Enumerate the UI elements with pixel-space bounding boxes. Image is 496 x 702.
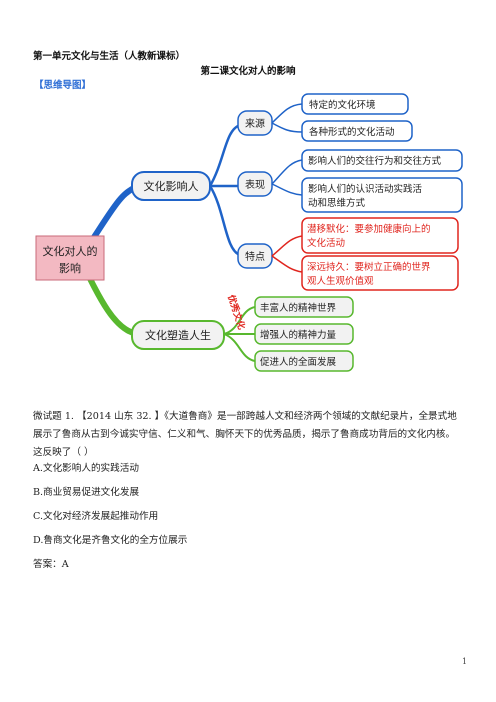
leaf-manifest-2	[301, 177, 463, 213]
svg-text:特定的文化环境: 特定的文化环境	[309, 99, 376, 111]
svg-text:影响人们的交往行为和交往方式: 影响人们的交往行为和交往方式	[308, 155, 442, 167]
svg-text:促进人的全面发展: 促进人的全面发展	[260, 356, 337, 368]
center-node-line1: 文化对人的	[43, 244, 98, 258]
svg-text:表现: 表现	[245, 178, 265, 191]
unit-title: 第一单元文化与生活（人教新课标）	[33, 51, 186, 62]
page-number: 1	[462, 657, 468, 666]
svg-text:文化塑造人生: 文化塑造人生	[145, 328, 211, 342]
mindmap-label: 【思维导图】	[34, 80, 92, 91]
leaf-feature-1	[301, 217, 459, 254]
svg-text:深远持久：要树立正确的世界: 深远持久：要树立正确的世界	[307, 261, 431, 273]
svg-text:丰富人的精神世界: 丰富人的精神世界	[260, 302, 337, 314]
svg-text:潜移默化：要参加健康向上的: 潜移默化：要参加健康向上的	[307, 223, 431, 235]
leaf-shape-1	[254, 296, 354, 318]
option-a: A.文化影响人的实践活动	[33, 463, 139, 474]
svg-text:各种形式的文化活动: 各种形式的文化活动	[309, 126, 395, 138]
svg-text:观人生观价值观: 观人生观价值观	[307, 275, 374, 287]
svg-text:动和思维方式: 动和思维方式	[308, 197, 366, 209]
connector-label: 优秀文化	[225, 293, 248, 331]
option-b: B.商业贸易促进文化发展	[33, 487, 140, 498]
answer: 答案：A	[33, 559, 69, 570]
option-c: C.文化对经济发展起推动作用	[33, 511, 159, 522]
svg-text:增强人的精神力量: 增强人的精神力量	[260, 329, 337, 341]
svg-text:文化影响人: 文化影响人	[144, 179, 199, 193]
leaf-feature-2	[301, 255, 459, 291]
leaf-source-1	[301, 93, 409, 115]
leaf-shape-2	[254, 323, 354, 345]
svg-text:特点: 特点	[245, 251, 265, 263]
leaf-manifest-1	[301, 149, 463, 172]
svg-text:来源: 来源	[245, 117, 265, 130]
question-text: 微试题 1. 【2014 山东 32. 】《大道鲁商》是一部跨越人文和经济两个领…	[33, 411, 457, 458]
svg-text:文化活动: 文化活动	[307, 237, 345, 249]
center-node-line2: 影响	[59, 262, 81, 275]
lesson-title: 第二课文化对人的影响	[200, 66, 296, 77]
option-d: D.鲁商文化是齐鲁文化的全方位展示	[33, 535, 188, 546]
leaf-shape-3	[254, 350, 354, 372]
center-node-box	[35, 235, 105, 281]
svg-text:影响人们的认识活动实践活: 影响人们的认识活动实践活	[308, 183, 423, 195]
leaf-source-2	[301, 120, 413, 142]
